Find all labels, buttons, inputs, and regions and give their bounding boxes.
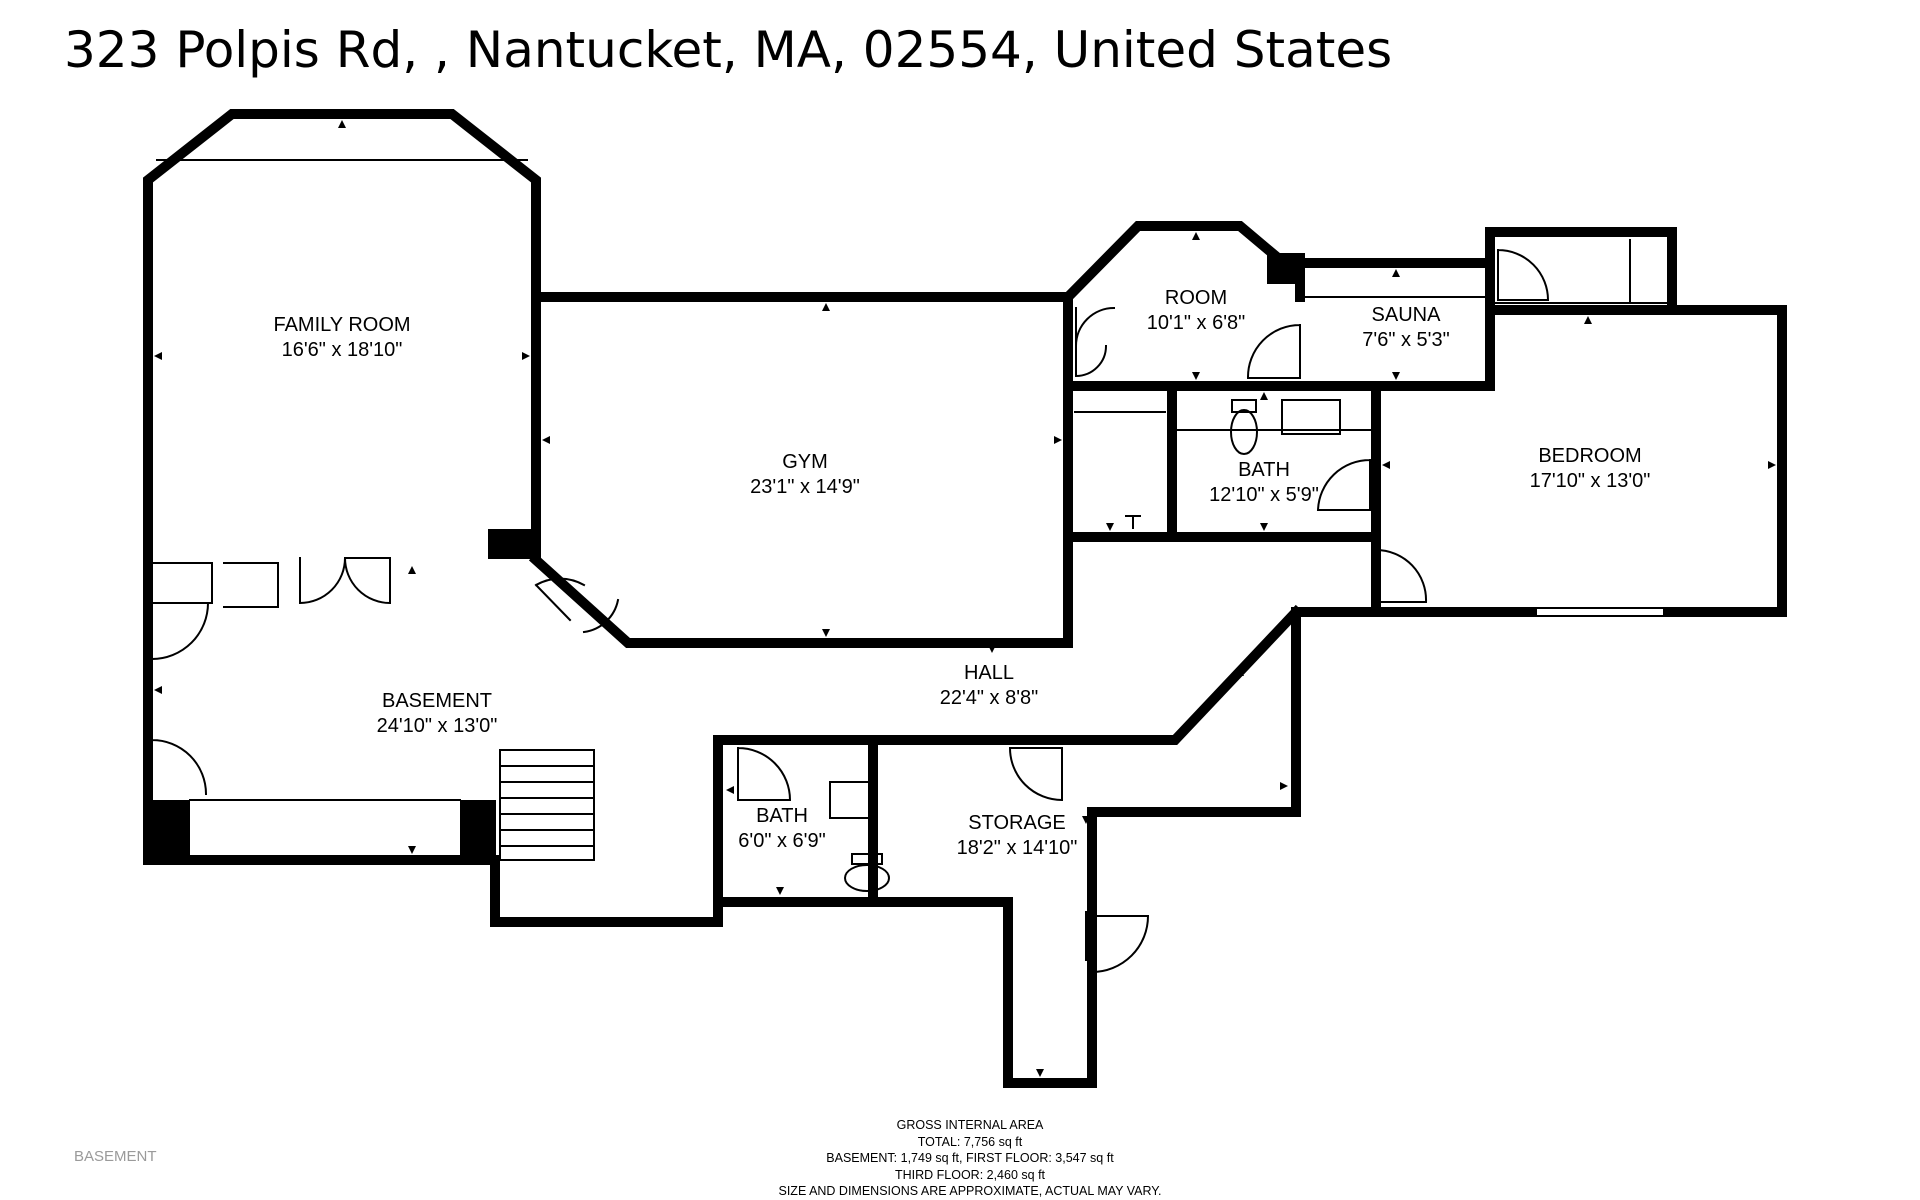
interior-lines [151,159,1673,961]
exterior-walls [143,109,1787,1088]
area-summary-third: THIRD FLOOR: 2,460 sq ft [894,1167,1046,1182]
hall-dims: 22'4" x 8'8" [940,687,1039,709]
area-summary-total: TOTAL: 7,756 sq ft [917,1134,1023,1149]
gym-name: GYM [782,451,828,473]
room-dims: 10'1" x 6'8" [1147,312,1246,334]
area-summary-heading: GROSS INTERNAL AREA [896,1118,1044,1132]
storage-dims: 18'2" x 14'10" [957,837,1078,859]
bath-lower-name: BATH [756,805,808,827]
bedroom-dims: 17'10" x 13'0" [1530,470,1651,492]
basement-dims: 24'10" x 13'0" [377,715,498,737]
sauna-dims: 7'6" x 5'3" [1362,329,1449,351]
bedroom-name: BEDROOM [1538,445,1641,467]
dimension-markers [154,120,1776,1077]
hall-name: HALL [964,662,1014,684]
gym-dims: 23'1" x 14'9" [750,476,860,498]
bath-upper-name: BATH [1238,459,1290,481]
door-swings [150,248,1550,974]
basement-name: BASEMENT [382,690,492,712]
sauna-name: SAUNA [1372,304,1442,326]
stairs [499,749,595,861]
fixtures [829,399,1341,892]
wall-blocks [143,254,1304,865]
property-address: 323 Polpis Rd, , Nantucket, MA, 02554, U… [64,21,1393,79]
bath-lower-dims: 6'0" x 6'9" [738,830,825,852]
family-room-dims: 16'6" x 18'10" [282,339,403,361]
area-summary-disclaimer: SIZE AND DIMENSIONS ARE APPROXIMATE, ACT… [778,1184,1162,1198]
area-summary-basement-first: BASEMENT: 1,749 sq ft, FIRST FLOOR: 3,54… [826,1151,1114,1165]
family-room-name: FAMILY ROOM [273,314,410,336]
area-summary: GROSS INTERNAL AREA TOTAL: 7,756 sq ft B… [680,1117,1260,1200]
room-labels: FAMILY ROOM 16'6" x 18'10" GYM 23'1" x 1… [273,287,1650,859]
bath-upper-dims: 12'10" x 5'9" [1209,484,1319,506]
storage-name: STORAGE [968,812,1065,834]
floor-label: BASEMENT [74,1148,157,1165]
room-name: ROOM [1165,287,1227,309]
